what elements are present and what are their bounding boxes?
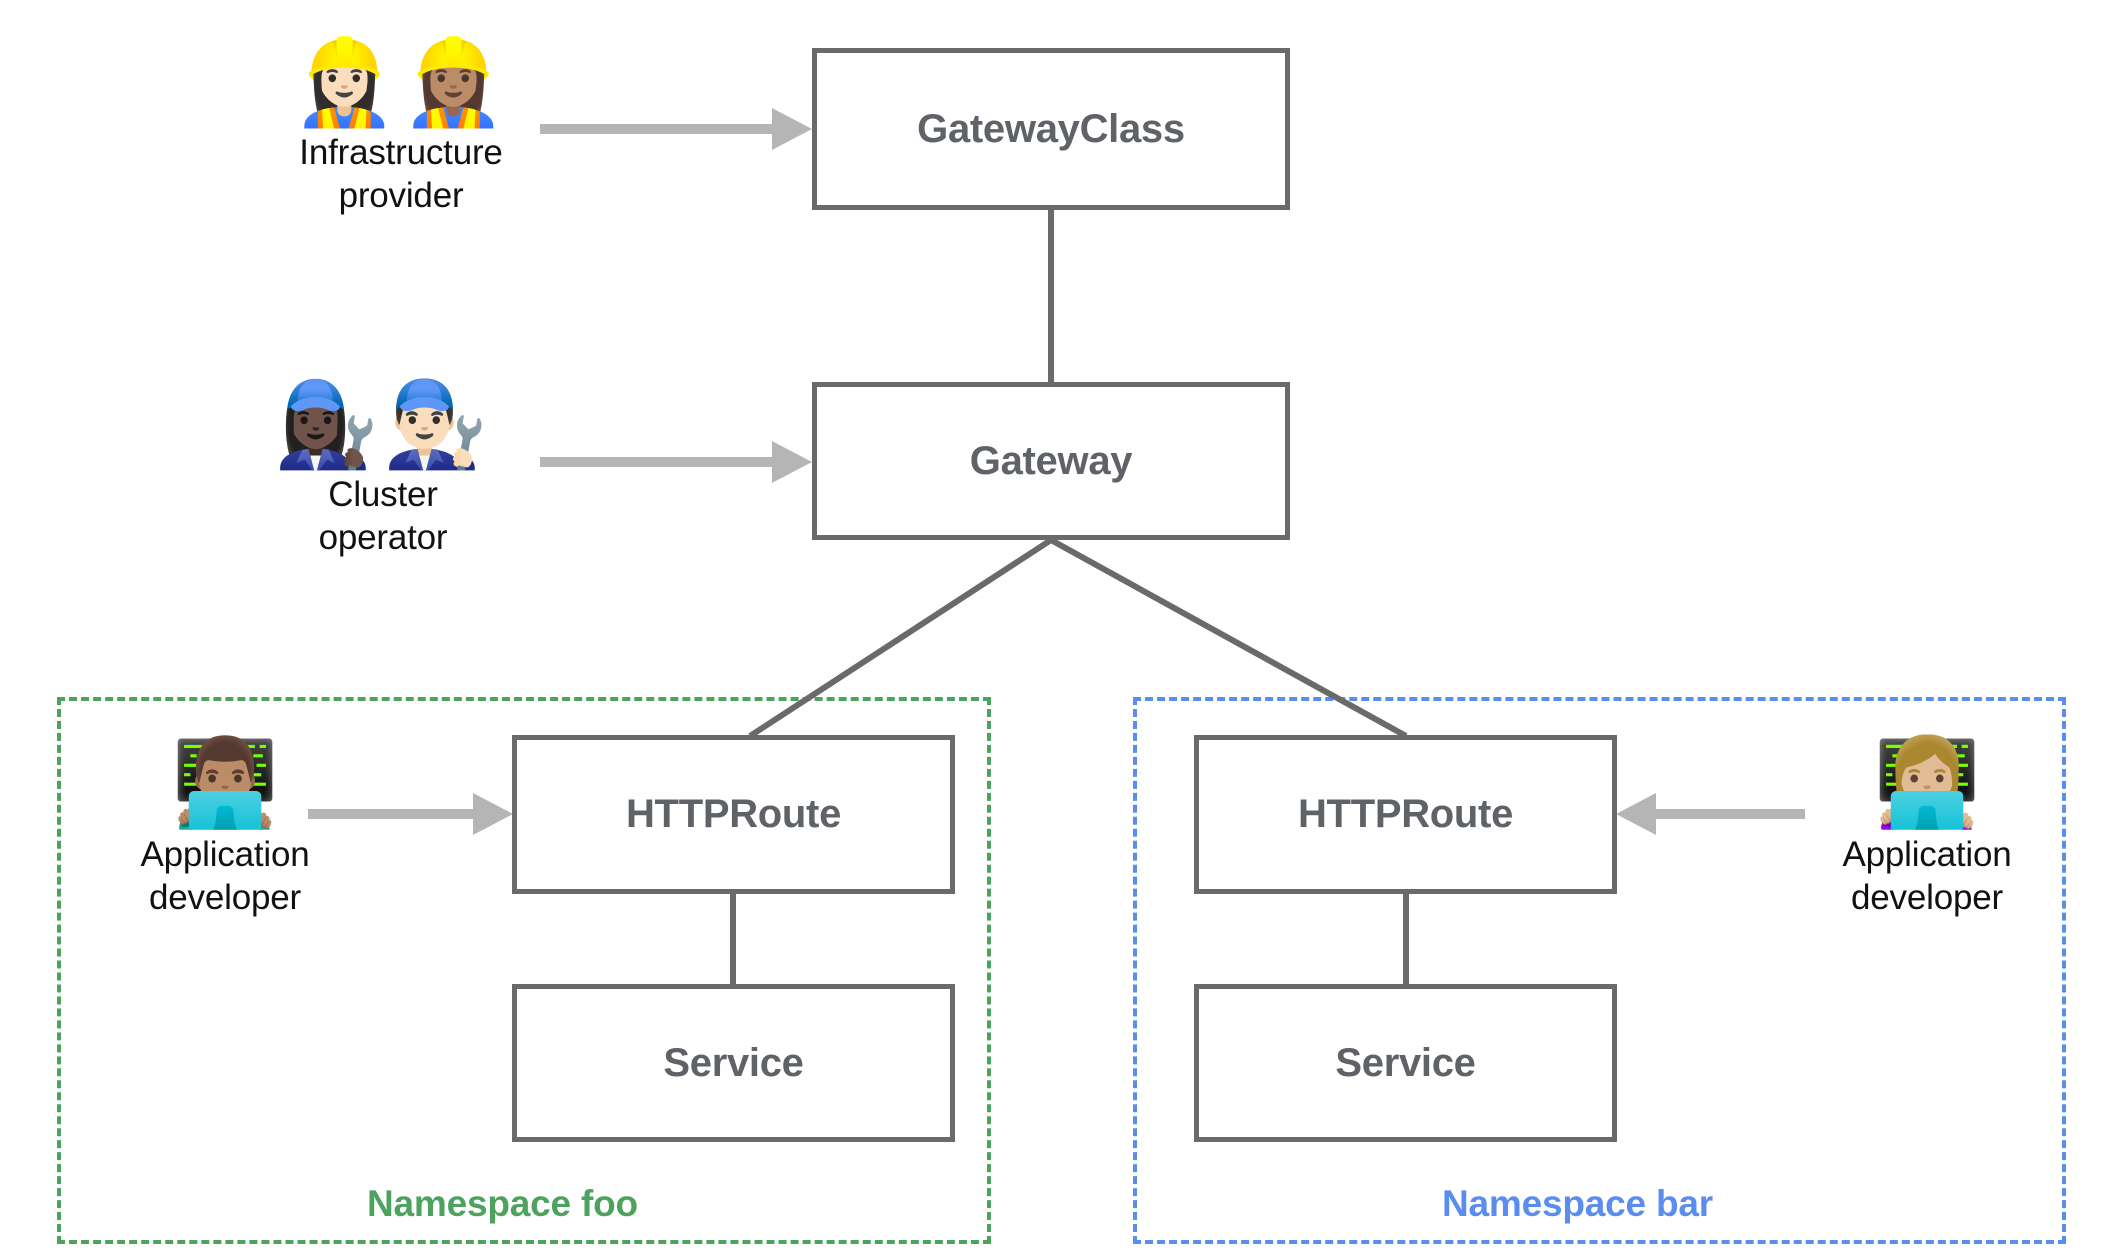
node-gateway-label: Gateway: [969, 438, 1133, 483]
persona-application-developer-bar: 👩🏼‍💻 Application developer: [1812, 738, 2042, 920]
namespace-foo-boundary: [57, 697, 991, 1244]
persona-infrastructure-provider: 👷🏻‍♀️👷🏽‍♀️ Infrastructure provider: [258, 38, 544, 218]
technologist-icon: 👨🏽‍💻: [171, 735, 279, 831]
namespace-bar-label: Namespace bar: [1442, 1183, 1713, 1224]
construction-worker-icon: 👷🏻‍♀️👷🏽‍♀️: [292, 35, 510, 129]
node-httproute-foo[interactable]: HTTPRoute: [512, 735, 955, 894]
node-gatewayclass[interactable]: GatewayClass: [812, 48, 1290, 210]
namespace-foo-label: Namespace foo: [367, 1183, 638, 1224]
persona-cluster-operator-label: Cluster operator: [318, 475, 448, 557]
mechanic-icon: 👩🏿‍🔧👨🏻‍🔧: [274, 377, 492, 471]
arrow-cluster-to-gateway: [540, 441, 812, 483]
node-httproute-bar-label: HTTPRoute: [1297, 792, 1514, 836]
namespace-bar-boundary: [1133, 697, 2066, 1244]
persona-application-developer-foo-label: Application developer: [140, 835, 310, 917]
node-gatewayclass-label: GatewayClass: [917, 106, 1185, 151]
persona-application-developer-bar-label: Application developer: [1842, 835, 2012, 917]
persona-application-developer-foo: 👨🏽‍💻 Application developer: [110, 738, 340, 920]
node-service-foo-label: Service: [663, 1040, 804, 1085]
node-service-bar-label: Service: [1335, 1040, 1476, 1085]
node-httproute-bar[interactable]: HTTPRoute: [1194, 735, 1617, 894]
node-service-foo[interactable]: Service: [512, 984, 955, 1142]
arrow-infra-to-gatewayclass: [540, 108, 812, 150]
node-service-bar[interactable]: Service: [1194, 984, 1617, 1142]
node-gateway[interactable]: Gateway: [812, 382, 1290, 540]
persona-cluster-operator: 👩🏿‍🔧👨🏻‍🔧 Cluster operator: [258, 380, 508, 560]
technologist-icon: 👩🏼‍💻: [1873, 735, 1981, 831]
node-httproute-foo-label: HTTPRoute: [625, 792, 842, 836]
persona-infrastructure-provider-label: Infrastructure provider: [299, 133, 503, 215]
